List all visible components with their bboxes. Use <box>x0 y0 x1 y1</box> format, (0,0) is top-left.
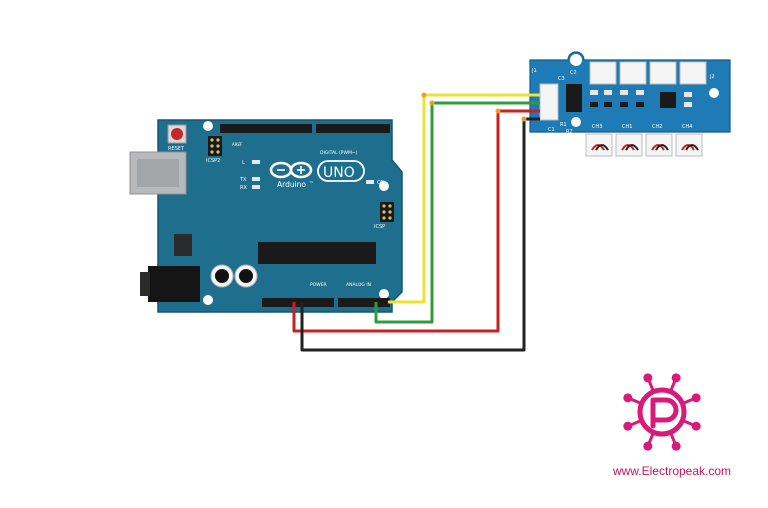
dc-power-jack <box>140 266 200 302</box>
power-header <box>262 298 334 307</box>
module-ic-left <box>566 84 582 112</box>
module-label-ch4: CH4 <box>682 124 692 130</box>
on-led <box>366 180 374 184</box>
grove-connector <box>539 83 559 121</box>
digital-header <box>220 124 390 133</box>
on-label: ON <box>377 180 385 186</box>
icsp2-label: ICSP2 <box>206 158 220 164</box>
l-label: L <box>242 160 245 166</box>
capacitors <box>210 264 258 288</box>
module-label-c3: C3 <box>558 76 565 82</box>
power-label: POWER <box>310 282 327 288</box>
logo-spoke-dot <box>671 373 681 383</box>
green-wire <box>374 101 540 324</box>
module-int-label: INT <box>532 140 541 146</box>
module-label-j2: J2 <box>709 74 715 80</box>
tx-label: TX <box>239 177 247 183</box>
module-label-ch3: CH3 <box>592 124 602 130</box>
logo-spoke-dot <box>691 421 701 431</box>
logo-spoke-dot <box>643 441 653 451</box>
smd-components <box>590 90 692 107</box>
black-wire <box>300 117 540 352</box>
analog-label: ANALOG IN <box>346 282 371 288</box>
module-label-r1: R1 <box>560 122 567 128</box>
module-label-ch2: CH2 <box>652 124 662 130</box>
usb-connector <box>129 151 187 195</box>
website-url: www.Electropeak.com <box>612 464 732 478</box>
module-label-c1: C1 <box>548 127 555 133</box>
status-leds <box>252 160 260 189</box>
aref-label: AREF <box>232 142 243 147</box>
icsp2-header <box>208 136 222 156</box>
yellow-wire <box>388 93 540 304</box>
logo-spoke-dot <box>671 441 681 451</box>
electropeak-logo <box>623 373 701 451</box>
uno-badge: UNO <box>317 160 365 182</box>
logo-spoke-dot <box>623 421 633 431</box>
rx-label: RX <box>240 185 247 191</box>
trademark: ™ <box>309 181 314 187</box>
bottom-connectors <box>585 133 703 157</box>
sensor-module: C3 J1 C2 J2 CH3 CH1 CH2 CH4 INT R1 R2 C1 <box>529 51 731 157</box>
module-label-j1: J1 <box>531 68 537 74</box>
module-label-ch1: CH1 <box>622 124 632 130</box>
arduino-uno-board: RESET ICSP2 AREF DIGITAL (PWM~) L TX RX <box>129 119 403 313</box>
analog-header <box>338 298 390 307</box>
wires <box>292 92 540 352</box>
top-connectors <box>589 61 707 85</box>
atmega-chip <box>258 242 376 264</box>
arduino-brand: Arduino <box>277 180 306 189</box>
module-label-c2: C2 <box>570 70 577 76</box>
red-wire <box>292 109 540 333</box>
digital-label: DIGITAL (PWM~) <box>320 150 358 156</box>
logo-spoke-dot <box>643 373 653 383</box>
icsp-header <box>380 202 394 222</box>
icsp-label: ICSP <box>374 224 385 230</box>
logo-spoke-dot <box>623 393 633 403</box>
module-label-r2: R2 <box>566 129 573 135</box>
arduino-logo <box>269 161 313 179</box>
uno-text: UNO <box>323 165 355 181</box>
module-ic-right <box>660 92 676 108</box>
reset-label: RESET <box>168 146 185 152</box>
logo-spoke-dot <box>691 393 701 403</box>
reset-button <box>167 124 187 144</box>
voltage-regulator <box>174 234 192 256</box>
